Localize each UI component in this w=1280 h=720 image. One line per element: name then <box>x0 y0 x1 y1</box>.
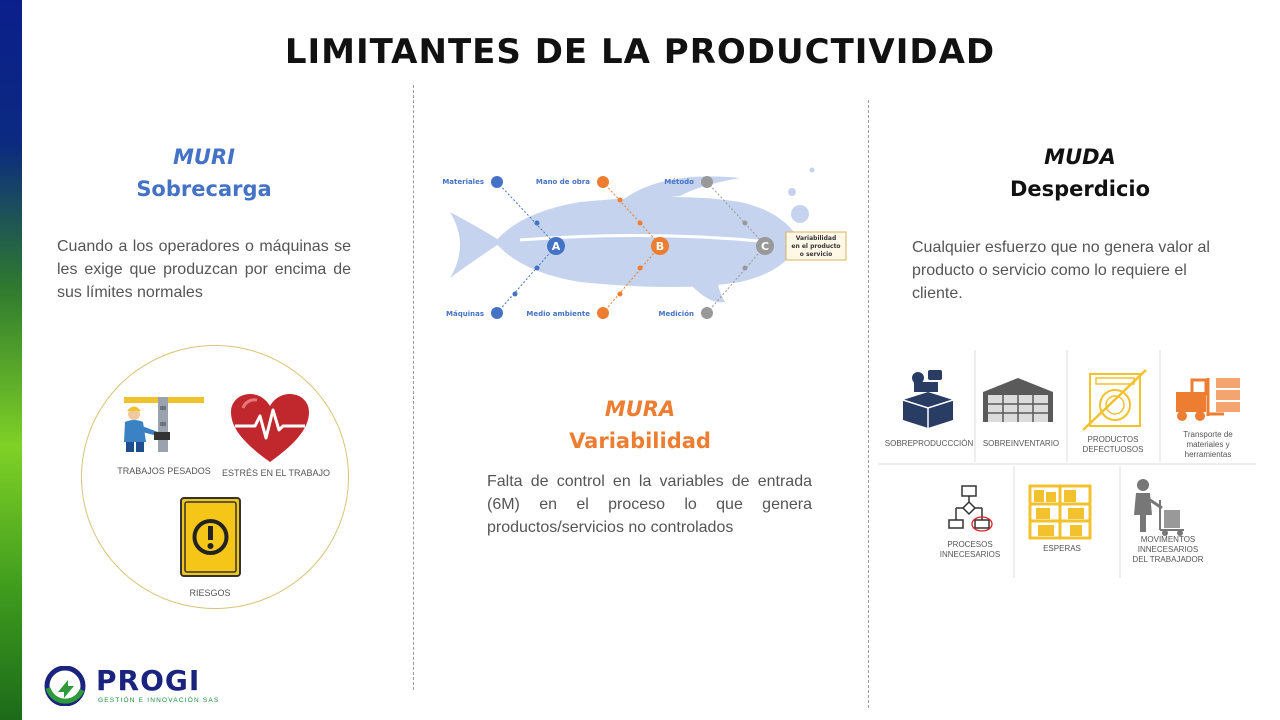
waste-label-line: DEFECTUOSOS <box>1082 445 1144 454</box>
effect-label: o servicio <box>800 251 833 258</box>
waste-label-line: SOBREPRODUCCCIÓN <box>884 439 974 448</box>
unnecessary-process-icon <box>948 485 993 532</box>
cause-label: Materiales <box>442 178 484 186</box>
waste-label-line: Transporte de <box>1183 430 1233 439</box>
muda-description: Cualquier esfuerzo que no genera valor a… <box>912 239 1210 302</box>
muda-subtitle: Desperdicio <box>1009 177 1151 201</box>
defective-product-icon <box>1082 369 1147 431</box>
page-title: LIMITANTES DE LA PRODUCTIVIDAD <box>284 32 996 72</box>
worker-movement-icon <box>1134 479 1184 536</box>
waste-label-line: PRODUCTOS <box>1087 435 1139 444</box>
muri-name: MURI <box>173 145 235 169</box>
transport-forklift-icon <box>1176 378 1240 421</box>
overproduction-icon <box>902 370 954 428</box>
cause-label: Medio ambiente <box>526 310 590 318</box>
waste-label-line: MOVIMENTOS <box>1140 535 1196 544</box>
cause-label: Medición <box>659 310 694 318</box>
waste-label-line: INNECESARIOS <box>939 550 1001 559</box>
waste-label: Transporte de materiales y herramientas <box>1162 430 1254 460</box>
node-label: A <box>552 240 561 253</box>
mura-subtitle: Variabilidad <box>569 429 711 453</box>
waste-label: SOBREPRODUCCCIÓN <box>878 439 980 449</box>
cause-label: Método <box>664 178 694 186</box>
waste-label-line: INNECESARIOS <box>1137 545 1199 554</box>
waste-label-line: SOBREINVENTARIO <box>982 439 1060 448</box>
waste-label-line: PROCESOS <box>947 540 993 549</box>
muri-circle <box>81 345 349 609</box>
waste-label: PRODUCTOS DEFECTUOSOS <box>1068 435 1158 455</box>
progi-logo: PROGI GESTIÓN E INNOVACIÓN SAS <box>38 664 218 708</box>
muri-subtitle: Sobrecarga <box>136 177 272 201</box>
muda-heading: MUDA Desperdicio <box>940 141 1220 205</box>
brand-tagline: GESTIÓN E INNOVACIÓN SAS <box>98 697 220 704</box>
effect-label: en el producto <box>791 243 840 250</box>
divider-left <box>413 85 414 690</box>
waste-label: MOVIMENTOS INNECESARIOS DEL TRABAJADOR <box>1120 535 1216 565</box>
waste-label-line: materiales y <box>1186 440 1230 449</box>
waste-label: PROCESOS INNECESARIOS <box>930 540 1010 560</box>
mura-heading: MURA Variabilidad <box>500 393 780 457</box>
waste-label-line: ESPERAS <box>1043 544 1081 553</box>
heavy-work-icon <box>124 397 204 452</box>
brand-name: PROGI <box>96 664 201 697</box>
mura-description: Falta de control en la variables de entr… <box>487 473 812 536</box>
muri-description: Cuando a los operadores o máquinas se le… <box>57 238 351 301</box>
fishbone-diagram: A B C Materiales Mano de obra Método Máq… <box>442 167 847 319</box>
logo-symbol-icon <box>44 666 86 706</box>
node-label: C <box>761 240 769 253</box>
node-label: B <box>656 240 664 253</box>
waste-label-line: DEL TRABAJADOR <box>1132 555 1204 564</box>
cause-label: Mano de obra <box>536 178 590 186</box>
effect-label: Variabilidad <box>796 235 837 242</box>
waste-label: SOBREINVENTARIO <box>976 439 1066 449</box>
muri-item-label: TRABAJOS PESADOS <box>117 466 211 476</box>
muri-heading: MURI Sobrecarga <box>60 141 348 205</box>
waste-label: ESPERAS <box>1025 544 1099 554</box>
muri-item-label: RIESGOS <box>189 588 231 598</box>
side-color-bar <box>0 0 22 720</box>
waiting-shelves-icon <box>1028 484 1092 540</box>
muda-name: MUDA <box>1044 145 1116 169</box>
waste-label-line: herramientas <box>1184 450 1232 459</box>
warning-sign-icon <box>180 497 241 577</box>
heart-icon <box>231 394 309 462</box>
overstock-warehouse-icon <box>983 378 1053 422</box>
mura-name: MURA <box>604 397 676 421</box>
muri-item-label: ESTRÉS EN EL TRABAJO <box>221 468 331 478</box>
cause-label: Máquinas <box>446 310 484 318</box>
divider-right <box>868 100 869 708</box>
muda-waste-grid <box>878 350 1256 578</box>
